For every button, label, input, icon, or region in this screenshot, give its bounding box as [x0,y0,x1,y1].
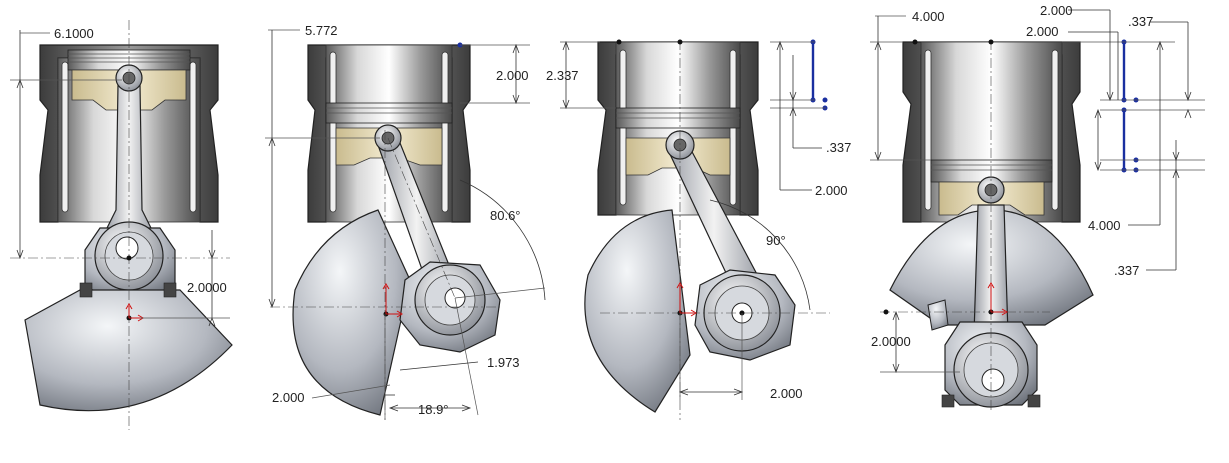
crank-pin-hole [981,368,1005,392]
cylinder-slot-right [189,61,197,213]
view4-top1-dim: 2.000 [1040,3,1073,18]
view4-top2-dim: 2.000 [1026,24,1059,39]
view-1: 6.1000 2.0000 [10,20,233,430]
view-4: 4.000 2.0000 2.000 2.000 .337 [870,3,1205,410]
view4-stroke-dim: 4.000 [912,9,945,24]
view2-travel-dim: 2.000 [496,68,529,83]
cylinder-slot-left [61,61,69,213]
view3-angle-dim: 90° [766,233,786,248]
crank-pin-hole [115,236,139,260]
view2-crank-angle-dim: 18.9° [418,402,449,417]
view4-length-dim: 4.000 [1088,218,1121,233]
view1-offset-dim: 2.0000 [187,280,227,295]
view2-hoffset-dim: 1.973 [487,355,520,370]
view3-travel-dim: 2.337 [546,68,579,83]
view2-angle-dim: 80.6° [490,208,521,223]
view-3: 2.337 90° 2.000 .337 2.000 [546,39,851,420]
view3-sketch-length-dim: 2.000 [815,183,848,198]
view4-offset-dim: 2.0000 [871,334,911,349]
crank-counterweight [292,209,411,416]
view-2: 5.772 2.000 80.6° 2.000 18.9° 1.973 [265,23,546,420]
view1-stroke-dim: 6.1000 [54,26,94,41]
view2-stroke-dim: 5.772 [305,23,338,38]
view4-gap-top-dim: .337 [1128,14,1153,29]
crank-counterweight [584,209,691,413]
crank-counterweight [24,289,233,412]
view2-radius-dim: 2.000 [272,390,305,405]
view3-radius-dim: 2.000 [770,386,803,401]
view4-gap-bottom-dim: .337 [1114,263,1139,278]
view3-gap-dim: .337 [826,140,851,155]
